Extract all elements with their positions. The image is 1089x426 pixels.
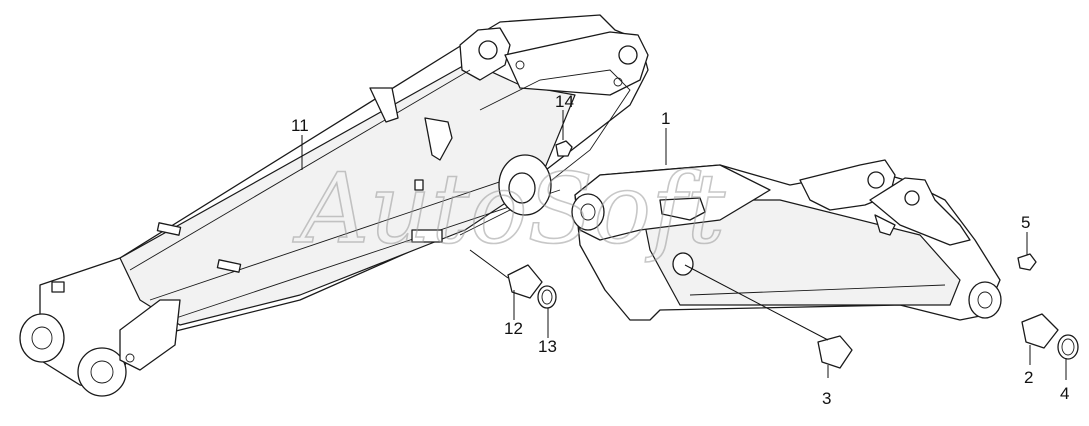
arm-head-boss <box>571 193 605 231</box>
seal-ring-4-outer <box>1057 334 1079 360</box>
part-12-bushing <box>507 264 543 299</box>
part-4-seal-ring <box>1057 334 1079 360</box>
callout-1: 1 <box>661 109 670 128</box>
nut-5-shape <box>1017 253 1037 271</box>
boom-bracket-2 <box>424 117 453 161</box>
callout-3: 3 <box>822 389 831 408</box>
boom-foot-lug <box>119 299 181 371</box>
part-2-bushing <box>1021 313 1059 349</box>
callout-11: 11 <box>291 116 309 135</box>
part-1-arm <box>571 159 1002 321</box>
boom-upper-pin-a <box>478 40 498 60</box>
bushing-3-shape <box>817 335 853 369</box>
boom-bracket-1 <box>369 87 399 123</box>
callout-4: 4 <box>1060 384 1069 403</box>
boom-clip-3 <box>411 229 443 243</box>
boom-bolt-hole <box>515 60 525 70</box>
part-11-boom <box>19 14 649 397</box>
arm-bushing-seat <box>672 252 694 276</box>
arm-head-bore <box>580 203 596 221</box>
callout-2: 2 <box>1024 368 1033 387</box>
arm-tail-lug-b <box>869 177 971 246</box>
grease-nipple-14-shape <box>555 140 573 157</box>
part-14-grease-nipple <box>555 140 573 157</box>
boom-edge-line-b <box>149 174 521 301</box>
callout-13: 13 <box>538 337 557 356</box>
arm-end-bore <box>977 291 993 309</box>
callout-12: 12 <box>504 319 523 338</box>
boom-small-block <box>414 179 424 191</box>
seal-ring-13-outer <box>537 285 557 309</box>
boom-upper-pin-b <box>618 45 638 65</box>
arm-tail-pin-b <box>904 190 920 206</box>
boom-cylinder-bore <box>508 172 536 204</box>
part-3-bushing <box>817 335 853 369</box>
arm-edge-line <box>689 284 946 296</box>
boom-foot-bolt <box>125 353 135 363</box>
bushing-12-shape <box>507 264 543 299</box>
boom-edge-line-c <box>169 189 561 321</box>
boom-foot-bore-b <box>90 360 114 384</box>
boom-clip-1 <box>156 222 182 236</box>
arm-tail-bracket <box>874 214 896 236</box>
boom-foot-boss-a <box>19 313 65 363</box>
arm-bracket <box>659 197 706 221</box>
callouts: 11 1 14 12 13 3 2 4 5 <box>291 92 1069 408</box>
leader-lines <box>301 110 1067 380</box>
callout-14: 14 <box>555 92 574 111</box>
boom-clip-2 <box>216 259 242 273</box>
part-5-nut <box>1017 253 1037 271</box>
watermark-text: AutoSoft <box>292 153 726 265</box>
boom-foot-boss-b <box>77 347 127 397</box>
seal-ring-4-inner <box>1061 338 1075 356</box>
part-13-seal-ring <box>537 285 557 309</box>
arm-end-boss <box>968 281 1002 319</box>
leader-3-b <box>684 264 829 341</box>
seal-ring-13-inner <box>541 289 553 305</box>
boom-foot-bore-a <box>31 326 53 350</box>
boom-upper-lug-b <box>504 31 649 96</box>
bushing-2-shape <box>1021 313 1059 349</box>
boom-foot-block <box>51 281 65 293</box>
arm-tail-pin-a <box>867 171 885 189</box>
leader-12-b <box>469 249 509 279</box>
boom-edge-line-a <box>129 69 471 271</box>
callout-5: 5 <box>1021 213 1030 232</box>
